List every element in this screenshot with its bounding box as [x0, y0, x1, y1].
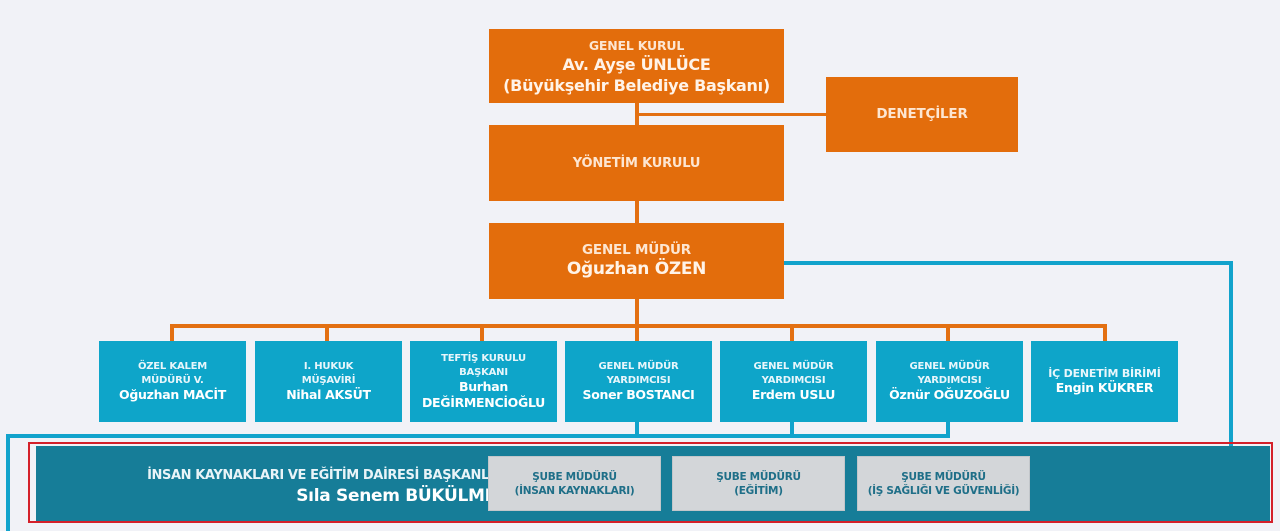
- node-title: DENETÇİLER: [876, 106, 968, 122]
- connector-gmy-erdem-down: [790, 422, 794, 437]
- node-title: YÖNETİM KURULU: [572, 155, 701, 171]
- connector-unit-5: [790, 324, 794, 341]
- node-name: Oğuzhan ÖZEN: [566, 259, 707, 279]
- connector-gmy-soner-down: [635, 422, 639, 437]
- connector-unit-3: [480, 324, 484, 341]
- connector-right-vertical: [1229, 261, 1233, 446]
- node-line2: YARDIMCISI: [761, 374, 826, 386]
- node-line2: YARDIMCISI: [917, 374, 982, 386]
- node-hukuk-musaviri[interactable]: I. HUKUK MÜŞAVİRİ Nihal AKSÜT: [255, 341, 402, 422]
- branch-egitim[interactable]: ŞUBE MÜDÜRÜ (EĞİTİM): [672, 456, 845, 511]
- branch-line2: (İNSAN KAYNAKLARI): [514, 484, 635, 497]
- connector-unit-2: [325, 324, 329, 341]
- department-title: İNSAN KAYNAKLARI VE EĞİTİM DAİRESİ BAŞKA…: [147, 468, 508, 483]
- node-ozel-kalem[interactable]: ÖZEL KALEM MÜDÜRÜ V. Oğuzhan MACİT: [99, 341, 246, 422]
- node-genel-kurul[interactable]: GENEL KURUL Av. Ayşe ÜNLÜCE (Büyükşehir …: [489, 29, 784, 103]
- connector-yonetim-genelmudur: [635, 201, 639, 223]
- node-ic-denetim[interactable]: İÇ DENETİM BİRİMİ Engin KÜKRER: [1031, 341, 1178, 422]
- node-yonetim-kurulu[interactable]: YÖNETİM KURULU: [489, 125, 784, 201]
- node-teftis-kurulu[interactable]: TEFTİŞ KURULU BAŞKANI Burhan DEĞİRMENCİO…: [410, 341, 557, 422]
- node-line1: İÇ DENETİM BİRİMİ: [1048, 366, 1161, 380]
- node-line1: GENEL MÜDÜR: [598, 361, 679, 372]
- connector-genelmudur-down: [635, 299, 639, 327]
- node-name: Burhan: [458, 379, 509, 394]
- node-line2: YARDIMCISI: [606, 374, 671, 386]
- connector-left-vertical: [6, 434, 10, 531]
- branch-line2: (EĞİTİM): [734, 484, 783, 497]
- department-panel[interactable]: İNSAN KAYNAKLARI VE EĞİTİM DAİRESİ BAŞKA…: [36, 446, 1270, 521]
- department-head: Sıla Senem BÜKÜLMEZ: [296, 486, 508, 506]
- node-name: Av. Ayşe ÜNLÜCE: [562, 54, 711, 74]
- node-name-2: DEĞİRMENCİOĞLU: [421, 395, 546, 410]
- branch-line2: (İŞ SAĞLIĞI VE GÜVENLİĞİ): [867, 484, 1020, 497]
- node-denetciler[interactable]: DENETÇİLER: [826, 77, 1018, 152]
- node-name: Nihal AKSÜT: [286, 387, 371, 402]
- node-line2: MÜDÜRÜ V.: [141, 374, 204, 386]
- node-gmy-soner[interactable]: GENEL MÜDÜR YARDIMCISI Soner BOSTANCI: [565, 341, 712, 422]
- node-line2: MÜŞAVİRİ: [301, 374, 356, 386]
- connector-gmy-oznur-down: [946, 422, 950, 437]
- node-gmy-oznur[interactable]: GENEL MÜDÜR YARDIMCISI Öznür OĞUZOĞLU: [876, 341, 1023, 422]
- branch-is-sagligi[interactable]: ŞUBE MÜDÜRÜ (İŞ SAĞLIĞI VE GÜVENLİĞİ): [857, 456, 1030, 511]
- connector-genelkurul-denetciler: [637, 113, 826, 116]
- node-name: Engin KÜKRER: [1055, 380, 1154, 396]
- connector-unit-4: [635, 324, 639, 341]
- node-line1: GENEL MÜDÜR: [909, 361, 990, 372]
- node-line1: ÖZEL KALEM: [137, 361, 208, 372]
- node-line1: I. HUKUK: [303, 361, 354, 372]
- branch-line1: ŞUBE MÜDÜRÜ: [716, 470, 801, 483]
- node-line1: TEFTİŞ KURULU: [441, 353, 526, 364]
- node-line2: BAŞKANI: [459, 366, 508, 378]
- branch-line1: ŞUBE MÜDÜRÜ: [901, 470, 986, 483]
- node-genel-mudur[interactable]: GENEL MÜDÜR Oğuzhan ÖZEN: [489, 223, 784, 299]
- node-name: Erdem USLU: [751, 387, 836, 402]
- connector-unit-6: [946, 324, 950, 341]
- node-title: GENEL MÜDÜR: [582, 242, 691, 258]
- node-line1: GENEL MÜDÜR: [753, 361, 834, 372]
- node-name: Öznür OĞUZOĞLU: [889, 387, 1010, 402]
- branch-line1: ŞUBE MÜDÜRÜ: [532, 470, 617, 483]
- branch-insan-kaynaklari[interactable]: ŞUBE MÜDÜRÜ (İNSAN KAYNAKLARI): [488, 456, 661, 511]
- connector-bottom-horizontal: [6, 434, 950, 438]
- node-note: (Büyükşehir Belediye Başkanı): [503, 75, 770, 95]
- connector-unit-1: [170, 324, 174, 341]
- node-gmy-erdem[interactable]: GENEL MÜDÜR YARDIMCISI Erdem USLU: [720, 341, 867, 422]
- node-title: GENEL KURUL: [588, 37, 685, 53]
- connector-unit-7: [1103, 324, 1107, 341]
- node-name: Oğuzhan MACİT: [119, 387, 226, 402]
- connector-genelmudur-right: [784, 261, 1233, 265]
- node-name: Soner BOSTANCI: [582, 387, 695, 402]
